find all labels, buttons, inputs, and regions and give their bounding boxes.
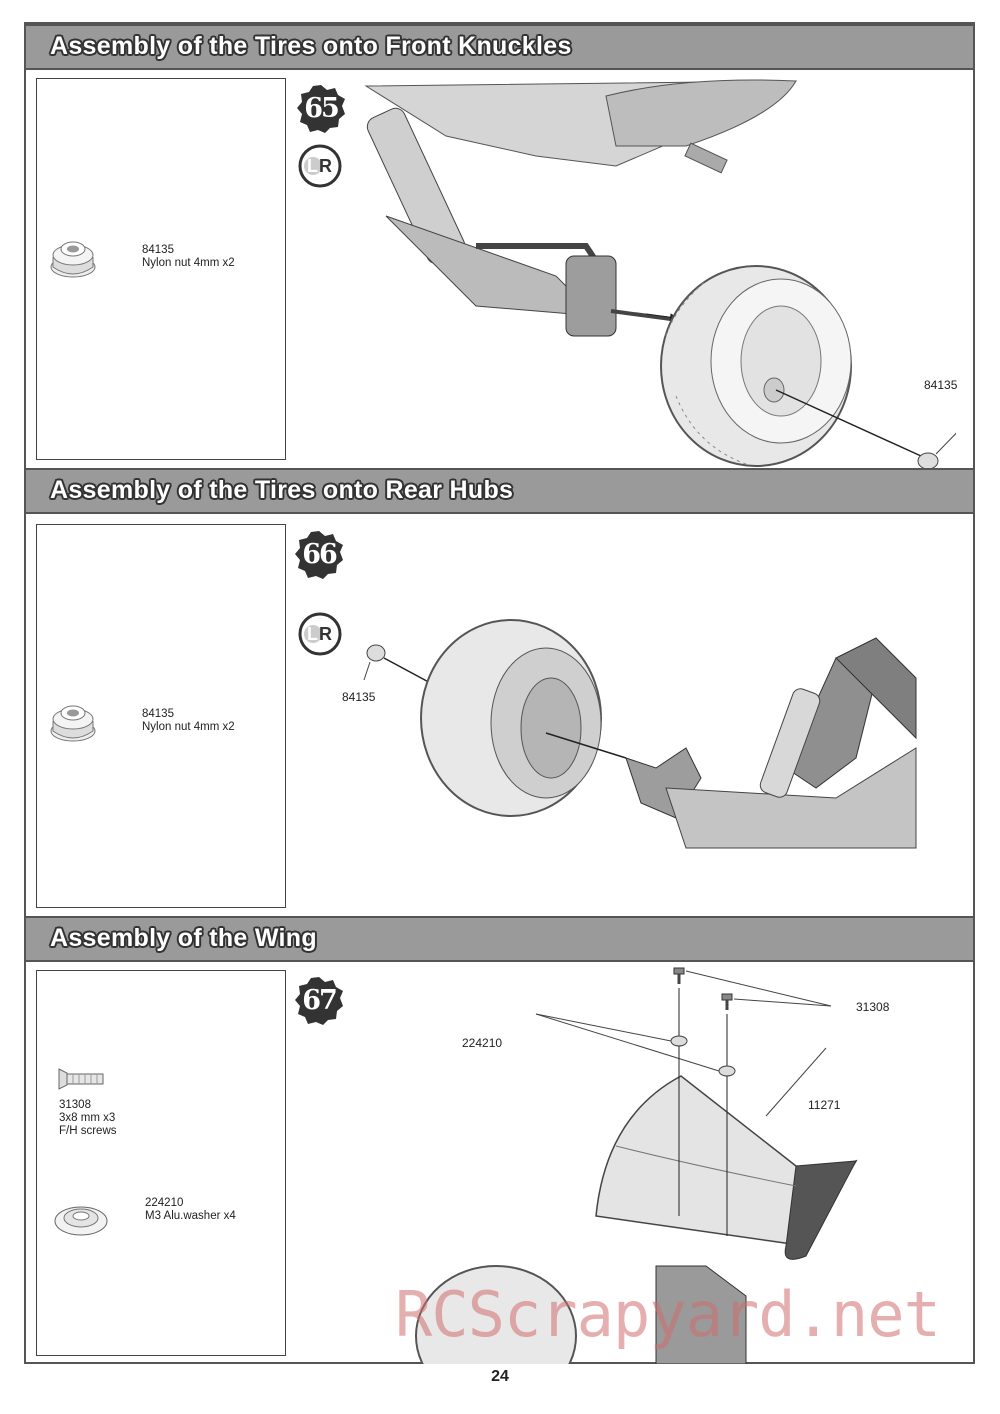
wing-illustration xyxy=(415,967,858,1364)
left-right-badge: L R xyxy=(298,144,342,188)
callout-label: 84135 xyxy=(342,690,376,704)
section-header: Assembly of the Wing xyxy=(26,916,973,962)
washer-icon xyxy=(54,1206,108,1236)
parts-box: 84135 Nylon nut 4mm x2 xyxy=(36,524,286,908)
parts-box: 84135 Nylon nut 4mm x2 xyxy=(36,78,286,460)
part-desc: Nylon nut 4mm x2 xyxy=(142,257,235,269)
part-code: 31308 xyxy=(59,1099,91,1111)
tire xyxy=(420,619,602,817)
part-code: 84135 xyxy=(142,708,174,720)
callout-label: 31308 xyxy=(856,1000,890,1014)
watermark: RCScrapyard.net xyxy=(395,1278,941,1351)
page-number: 24 xyxy=(491,1368,509,1385)
step-badge: 65 xyxy=(296,84,346,134)
step-badge: 67 xyxy=(294,976,344,1026)
section-header: Assembly of the Tires onto Rear Hubs xyxy=(26,468,973,514)
step-number: 67 xyxy=(302,985,338,1016)
part-desc: Nylon nut 4mm x2 xyxy=(142,721,235,733)
step-badge: 66 xyxy=(294,530,344,580)
right-label: R xyxy=(319,156,332,176)
callout-label: 84135 xyxy=(924,378,958,392)
section-rear-hubs: Assembly of the Tires onto Rear Hubs 841… xyxy=(26,468,973,916)
tire xyxy=(415,1265,577,1364)
rear-tire-illustration xyxy=(363,619,917,849)
nylon-nut-icon xyxy=(50,241,96,278)
left-label: L xyxy=(307,624,318,644)
left-label: L xyxy=(307,156,318,176)
part-desc: 3x8 mm x3 F/H screws xyxy=(59,1112,117,1137)
section-title: Assembly of the Tires onto Rear Hubs xyxy=(50,476,514,504)
step-number: 66 xyxy=(302,539,338,570)
left-right-badge: L R xyxy=(298,612,342,656)
section-wing: Assembly of the Wing 31308 3x8 mm x3 F/H… xyxy=(26,916,973,1364)
tire xyxy=(660,265,852,467)
part-code: 84135 xyxy=(142,244,174,256)
callout-label: 224210 xyxy=(462,1036,503,1050)
flat-head-screw-icon xyxy=(58,1068,104,1090)
nylon-nut-icon xyxy=(50,705,96,742)
part-desc: M3 Alu.washer x4 xyxy=(145,1210,236,1222)
page-frame: Assembly of the Tires onto Front Knuckle… xyxy=(24,22,975,1364)
callout-label: 11271 xyxy=(808,1098,841,1112)
step-number: 65 xyxy=(304,93,340,124)
section-title: Assembly of the Tires onto Front Knuckle… xyxy=(50,32,572,60)
front-tire-illustration xyxy=(364,79,956,468)
section-header: Assembly of the Tires onto Front Knuckle… xyxy=(26,24,973,70)
section-title: Assembly of the Wing xyxy=(50,924,317,952)
part-code: 224210 xyxy=(145,1197,184,1209)
section-front-knuckles: Assembly of the Tires onto Front Knuckle… xyxy=(26,24,973,470)
right-label: R xyxy=(319,624,332,644)
parts-box: 31308 3x8 mm x3 F/H screws 224210 M3 Alu… xyxy=(36,970,286,1356)
